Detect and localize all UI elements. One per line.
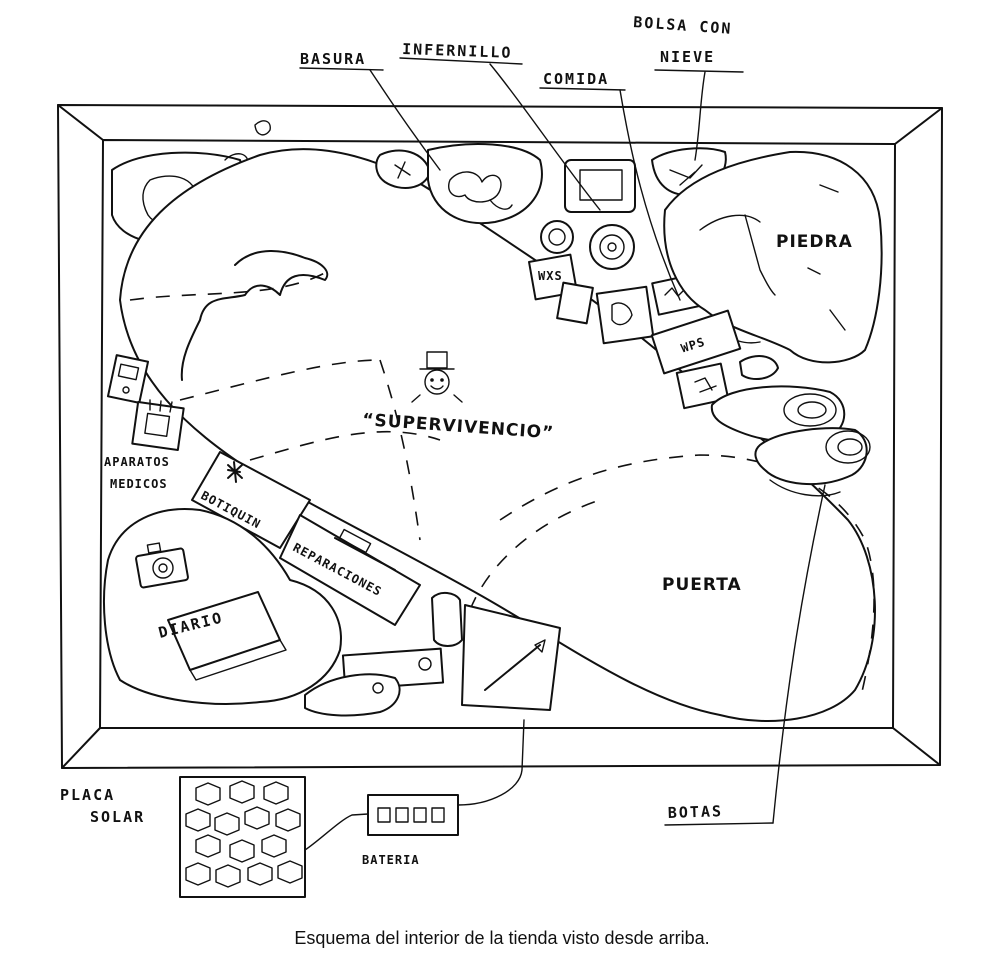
label-placa-line2: SOLAR — [90, 808, 145, 826]
figure-caption: Esquema del interior de la tienda visto … — [294, 928, 710, 948]
label-bolsa-line2: NIEVE — [660, 48, 715, 66]
small-items-right: WPS — [650, 309, 779, 410]
label-aparatos-line2: MEDICOS — [110, 477, 168, 491]
label-bolsa-line1: BOLSA CON — [633, 13, 733, 38]
medical-devices — [106, 354, 185, 451]
rock-right — [663, 150, 883, 364]
label-comida: COMIDA — [543, 70, 609, 88]
label-piedra: PIEDRA — [776, 232, 853, 252]
snowman-icon — [411, 351, 463, 403]
trash-pile — [375, 143, 543, 225]
label-infernillo: INFERNILLO — [402, 40, 513, 62]
label-basura: BASURA — [300, 50, 366, 68]
battery — [367, 719, 525, 836]
boots — [710, 385, 871, 497]
tent-frame — [57, 104, 943, 769]
label-puerta: PUERTA — [662, 575, 742, 595]
items-near-door — [304, 592, 561, 717]
diary-book — [167, 591, 287, 681]
label-botas: BOTAS — [668, 802, 724, 822]
first-aid-kit — [191, 451, 311, 549]
sleeping-bag — [119, 148, 876, 723]
camera-icon — [135, 542, 189, 589]
label-placa-line1: PLACA — [60, 786, 115, 804]
label-bateria: BATERIA — [362, 853, 420, 867]
solar-panel — [179, 776, 369, 898]
stove-items: WXS — [528, 159, 707, 345]
leader-lines — [299, 57, 826, 826]
map-label: WXS — [538, 269, 563, 283]
repair-kit — [279, 514, 421, 626]
label-aparatos-line1: APARATOS — [104, 455, 170, 469]
